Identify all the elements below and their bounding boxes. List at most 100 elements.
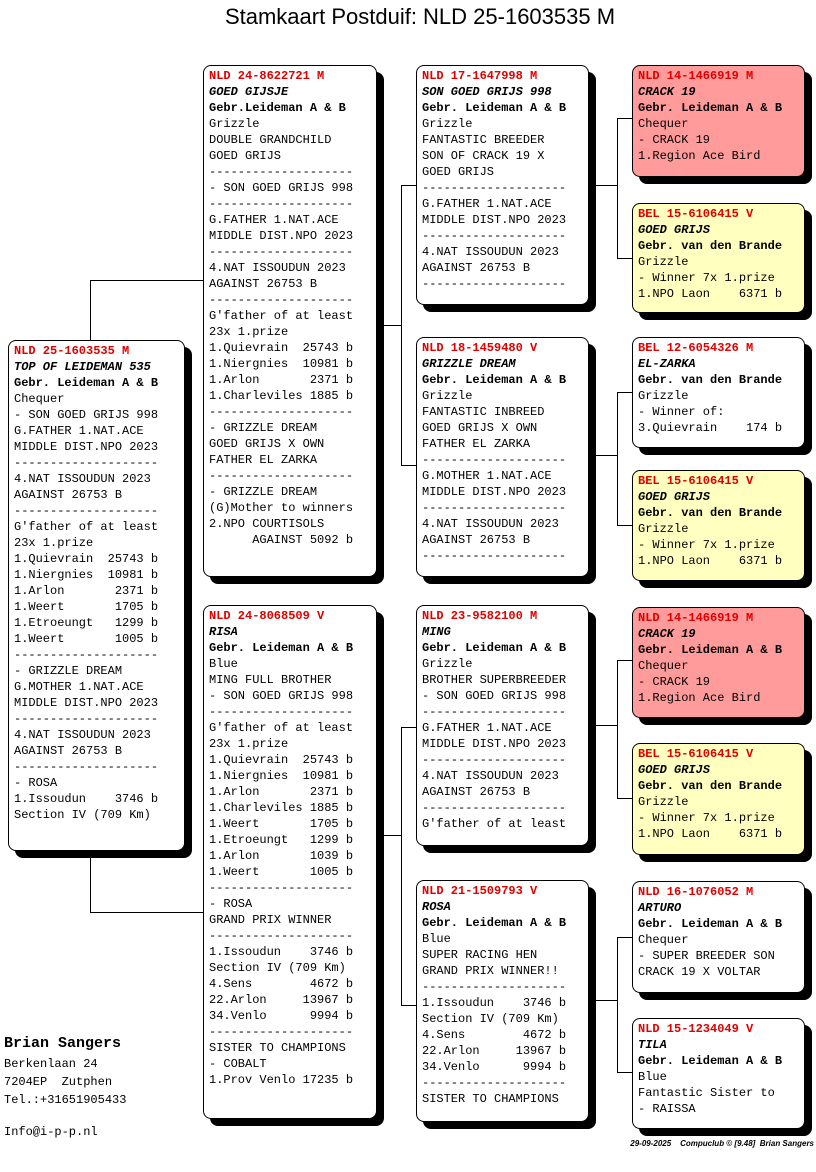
note-line: AGAINST 5092 b <box>209 533 354 547</box>
breeder-phone: Tel.:+31651905433 <box>4 1093 127 1107</box>
pigeon-name: SON GOED GRIJS 998 <box>422 85 552 99</box>
color: Blue <box>638 1070 667 1084</box>
color: Grizzle <box>638 389 689 403</box>
pigeon-name: GOED GIJSJE <box>209 85 289 99</box>
note-line: -------------------- <box>209 929 354 943</box>
note-line: MIDDLE DIST.NPO 2023 <box>209 229 354 243</box>
note-line: CRACK 19 X VOLTAR <box>638 965 761 979</box>
ring-number: BEL 15-6106415 V <box>638 474 754 488</box>
connector-line <box>617 258 632 259</box>
note-line: - ROSA <box>209 897 253 911</box>
ring-number: NLD 21-1509793 V <box>422 884 538 898</box>
note-line: GRAND PRIX WINNER!! <box>422 964 559 978</box>
note-line: SUPER RACING HEN <box>422 948 538 962</box>
note-line: - Winner of: <box>638 405 725 419</box>
breeder-email: Info@i-p-p.nl <box>4 1125 98 1139</box>
connector-line <box>590 725 617 726</box>
owner: Gebr. Leideman A & B <box>422 641 567 655</box>
note-line: -------------------- <box>422 181 567 195</box>
note-line: Fantastic Sister to <box>638 1086 775 1100</box>
note-line: 2.NPO COURTISOLS <box>209 517 325 531</box>
note-line: -------------------- <box>14 712 159 726</box>
pigeon-name: GOED GRIJS <box>638 490 711 504</box>
owner: Gebr. van den Brande <box>638 373 783 387</box>
note-line: 4.Sens 4672 b <box>422 1028 567 1042</box>
note-line: -------------------- <box>209 197 354 211</box>
note-line: - SUPER BREEDER SON <box>638 949 775 963</box>
note-line: SISTER TO CHAMPIONS <box>422 1092 559 1106</box>
note-line: -------------------- <box>209 405 354 419</box>
connector-line <box>617 118 632 119</box>
note-line: 34.Venlo 9994 b <box>422 1060 567 1074</box>
note-line: 1.Issoudun 3746 b <box>14 792 159 806</box>
connector-line <box>617 798 632 799</box>
note-line: -------------------- <box>209 245 354 259</box>
pigeon-name: ROSA <box>422 900 451 914</box>
note-line: -------------------- <box>14 504 159 518</box>
note-line: G.MOTHER 1.NAT.ACE <box>422 469 552 483</box>
note-line: - CRACK 19 <box>638 675 711 689</box>
ring-number: NLD 24-8622721 M <box>209 69 325 83</box>
note-line: GRAND PRIX WINNER <box>209 913 332 927</box>
note-line: G.MOTHER 1.NAT.ACE <box>14 680 144 694</box>
connector-line <box>617 937 618 1072</box>
note-line: - COBALT <box>209 1057 267 1071</box>
note-line: AGAINST 26753 B <box>14 488 123 502</box>
note-line: SISTER TO CHAMPIONS <box>209 1041 346 1055</box>
note-line: MIDDLE DIST.NPO 2023 <box>14 440 159 454</box>
note-line: 1.Arlon 2371 b <box>14 584 159 598</box>
note-line: -------------------- <box>422 277 567 291</box>
color: Grizzle <box>422 389 473 403</box>
note-line: SON OF CRACK 19 X <box>422 149 545 163</box>
ring-number: BEL 15-6106415 V <box>638 207 754 221</box>
owner: Gebr. Leideman A & B <box>638 101 783 115</box>
note-line: G'father of at least <box>422 817 567 831</box>
note-line: 3.Quievrain 174 b <box>638 421 783 435</box>
note-line: MIDDLE DIST.NPO 2023 <box>422 737 567 751</box>
owner: Gebr. Leideman A & B <box>14 376 159 390</box>
note-line: AGAINST 26753 B <box>422 261 531 275</box>
note-line: 34.Venlo 9994 b <box>209 1009 354 1023</box>
note-line: 1.Quievrain 25743 b <box>209 753 354 767</box>
owner: Gebr. Leideman A & B <box>422 373 567 387</box>
owner: Gebr.Leideman A & B <box>209 101 346 115</box>
connector-line <box>90 912 203 913</box>
ring-number: NLD 15-1234049 V <box>638 1022 754 1036</box>
note-line: 1.NPO Laon 6371 b <box>638 827 783 841</box>
note-line: - Winner 7x 1.prize <box>638 271 775 285</box>
connector-line <box>90 851 91 913</box>
note-line: -------------------- <box>14 648 159 662</box>
note-line: (G)Mother to winners <box>209 501 354 515</box>
pigeon-card-granddam-paternal: NLD 18-1459480 V GRIZZLE DREAM Gebr. Leide… <box>416 337 589 577</box>
ring-number: NLD 18-1459480 V <box>422 341 538 355</box>
color: Grizzle <box>638 795 689 809</box>
connector-line <box>401 727 402 1006</box>
connector-line <box>377 835 401 836</box>
note-line: G.FATHER 1.NAT.ACE <box>422 721 552 735</box>
note-line: 1.Etroeungt 1299 b <box>209 833 354 847</box>
note-line: 1.Charleviles 1885 b <box>209 389 354 403</box>
connector-line <box>617 660 632 661</box>
pigeon-name: GRIZZLE DREAM <box>422 357 516 371</box>
breeder-name: Brian Sangers <box>4 1035 122 1052</box>
note-line: -------------------- <box>422 549 567 563</box>
note-line: G'father of at least <box>209 309 354 323</box>
note-line: MIDDLE DIST.NPO 2023 <box>422 485 567 499</box>
ring-number: BEL 15-6106415 V <box>638 747 754 761</box>
note-line: -------------------- <box>209 881 354 895</box>
note-line: AGAINST 26753 B <box>14 744 123 758</box>
color: Chequer <box>638 933 689 947</box>
note-line: 1.Weert 1705 b <box>209 817 354 831</box>
owner: Gebr. Leideman A & B <box>422 101 567 115</box>
connector-line <box>617 1072 632 1073</box>
note-line: -------------------- <box>422 980 567 994</box>
note-line: 1.Arlon 1039 b <box>209 849 354 863</box>
owner: Gebr. van den Brande <box>638 239 783 253</box>
